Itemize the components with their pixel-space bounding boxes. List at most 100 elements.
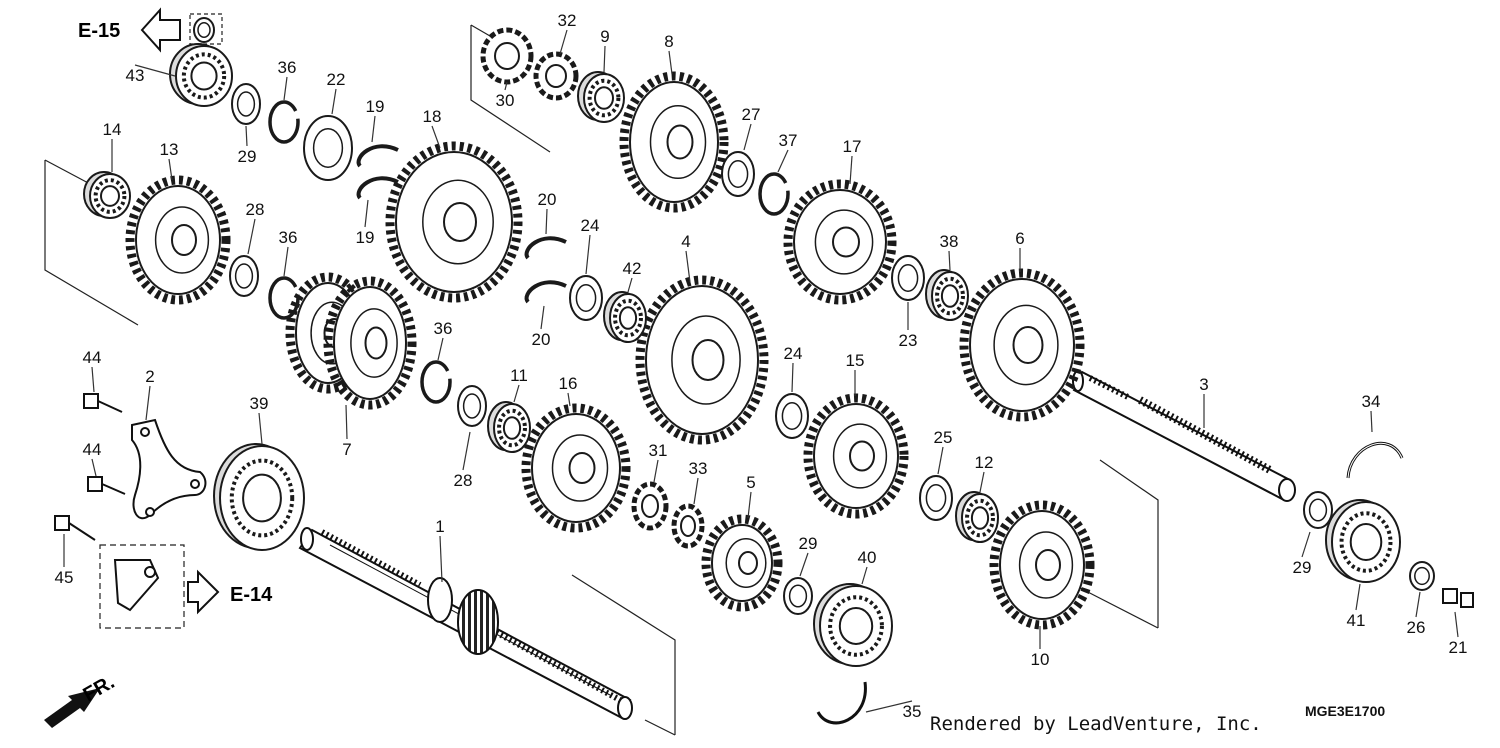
part-label-p19a: 19 bbox=[366, 97, 385, 116]
section-guide-lines bbox=[44, 13, 1159, 736]
part-label-p43: 43 bbox=[126, 66, 145, 85]
leader-p24a bbox=[585, 234, 591, 275]
leader-p32 bbox=[559, 29, 568, 55]
leader-p11 bbox=[513, 384, 520, 403]
leader-p13 bbox=[168, 158, 173, 181]
part-label-p44a: 44 bbox=[83, 348, 102, 367]
part-label-p5: 5 bbox=[746, 473, 755, 492]
arrow-e14-icon bbox=[187, 569, 220, 615]
leader-p18 bbox=[431, 125, 441, 149]
washer-28b bbox=[457, 385, 487, 427]
half-ring-1 bbox=[356, 176, 399, 200]
leader-p38 bbox=[948, 250, 951, 271]
part-label-p22: 22 bbox=[327, 70, 346, 89]
part-label-p19b: 19 bbox=[356, 228, 375, 247]
part-label-p40: 40 bbox=[858, 548, 877, 567]
credit-text: Rendered by LeadVenture, Inc. bbox=[930, 713, 1262, 735]
part-label-p41: 41 bbox=[1347, 611, 1366, 630]
bolts bbox=[54, 393, 1474, 608]
part-label-p16: 16 bbox=[559, 374, 578, 393]
leader-p1 bbox=[439, 535, 443, 583]
part-label-p12: 12 bbox=[975, 453, 994, 472]
part-label-p13: 13 bbox=[160, 140, 179, 159]
part-label-p8: 8 bbox=[664, 32, 673, 51]
leader-p31 bbox=[653, 459, 659, 483]
leader-p25 bbox=[937, 446, 944, 475]
leader-p29a bbox=[245, 125, 248, 147]
gear-6 bbox=[959, 268, 1085, 422]
arrow-e15-icon bbox=[140, 7, 181, 53]
leader-p26 bbox=[1415, 591, 1421, 618]
part-label-p2: 2 bbox=[145, 367, 154, 386]
washer-23 bbox=[891, 255, 925, 301]
half-ring-0 bbox=[356, 144, 399, 168]
leader-p39 bbox=[258, 412, 263, 445]
bearing-42 bbox=[603, 291, 647, 343]
bearing-9 bbox=[577, 71, 625, 123]
gear-18 bbox=[385, 141, 523, 303]
bearing-43 bbox=[169, 43, 233, 107]
gear-8 bbox=[619, 71, 729, 213]
part-label-p14: 14 bbox=[103, 120, 122, 139]
circlip-36a bbox=[268, 100, 300, 144]
gear-5 bbox=[701, 514, 783, 612]
part-label-p31: 31 bbox=[649, 441, 668, 460]
gear-16 bbox=[521, 403, 631, 533]
part-label-p18: 18 bbox=[423, 107, 442, 126]
part-label-p9: 9 bbox=[600, 27, 609, 46]
part-label-p24b: 24 bbox=[784, 344, 803, 363]
part-label-p28b: 28 bbox=[454, 471, 473, 490]
leader-p33 bbox=[693, 477, 699, 505]
part-label-p3: 3 bbox=[1199, 375, 1208, 394]
washer-26 bbox=[1409, 561, 1435, 591]
circlip-37 bbox=[758, 172, 790, 216]
leader-p7 bbox=[345, 404, 348, 440]
leader-p44a bbox=[91, 366, 95, 393]
washer-29c bbox=[1303, 491, 1333, 529]
leader-p12 bbox=[979, 471, 985, 493]
leader-p36c bbox=[437, 337, 444, 361]
part-label-p35: 35 bbox=[903, 702, 922, 721]
part-label-p24a: 24 bbox=[581, 216, 600, 235]
bearing-12 bbox=[955, 491, 999, 543]
part-label-p15: 15 bbox=[846, 351, 865, 370]
icon-e15-part bbox=[193, 17, 215, 43]
part-label-p36c: 36 bbox=[434, 319, 453, 338]
gear-4 bbox=[635, 275, 769, 445]
part-label-p45: 45 bbox=[55, 568, 74, 587]
leader-p36b bbox=[283, 246, 289, 277]
leader-p4 bbox=[685, 250, 691, 283]
leader-p8 bbox=[668, 50, 673, 75]
part-label-p4: 4 bbox=[681, 232, 690, 251]
part-label-p17: 17 bbox=[843, 137, 862, 156]
leader-p28a bbox=[247, 218, 256, 255]
part-label-p29c: 29 bbox=[1293, 558, 1312, 577]
washer-25 bbox=[919, 475, 953, 521]
part-label-p44b: 44 bbox=[83, 440, 102, 459]
half-ring-3 bbox=[524, 280, 567, 304]
diagram-code: MGE3E1700 bbox=[1305, 703, 1385, 719]
part-label-p38: 38 bbox=[940, 232, 959, 251]
gear-7b bbox=[323, 276, 417, 410]
leader-p16 bbox=[567, 392, 571, 407]
leader-p44b bbox=[91, 458, 97, 477]
bearing-38 bbox=[925, 269, 969, 321]
ref-e14: E-14 bbox=[230, 584, 273, 606]
ref-e15: E-15 bbox=[78, 20, 120, 42]
mainshaft bbox=[298, 527, 633, 720]
washer-24a bbox=[569, 275, 603, 321]
part-label-p7: 7 bbox=[342, 440, 351, 459]
washer-28a bbox=[229, 255, 259, 297]
leader-p37 bbox=[777, 149, 789, 173]
part-label-p30: 30 bbox=[496, 91, 515, 110]
part-label-p28a: 28 bbox=[246, 200, 265, 219]
washer-24b bbox=[775, 393, 809, 439]
front-arrow-icon bbox=[44, 688, 100, 728]
part-label-p11: 11 bbox=[510, 366, 528, 385]
gear-17 bbox=[783, 179, 897, 305]
part-label-p32: 32 bbox=[558, 11, 577, 30]
leader-p42 bbox=[627, 277, 633, 293]
gear-10 bbox=[989, 500, 1095, 630]
